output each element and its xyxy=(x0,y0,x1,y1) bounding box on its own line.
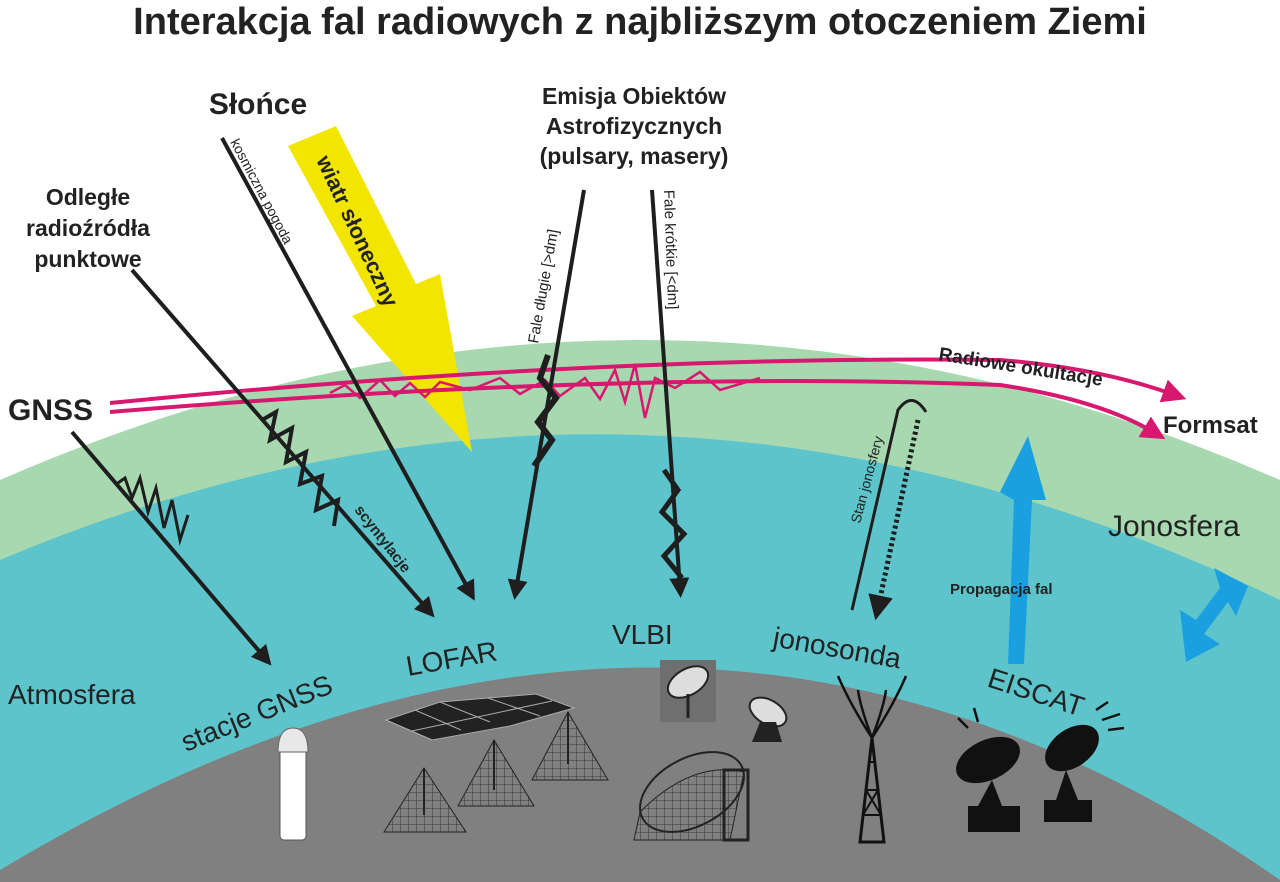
astro-sources-label-line1: Emisja Obiektów xyxy=(542,83,726,109)
wave-propagation-label: Propagacja fal xyxy=(950,581,1053,598)
distant-sources-label-line3: punktowe xyxy=(34,246,141,272)
atmosphere-layer-label: Atmosfera xyxy=(8,679,136,710)
long-waves-noise xyxy=(531,354,560,468)
short-waves-path xyxy=(650,189,690,598)
space-weather-path xyxy=(220,137,475,601)
gnss-signal-noise xyxy=(114,473,190,546)
gnss-station-icon xyxy=(277,727,309,841)
long-waves-label: Fale długie [>dm] xyxy=(525,228,562,345)
ionosonde-return-path xyxy=(868,419,921,621)
lofar-array-icon xyxy=(383,693,609,833)
diagram-title: Interakcja fal radiowych z najbliższym o… xyxy=(133,1,1147,43)
occultation-path-upper xyxy=(109,357,1187,405)
sun-label: Słońce xyxy=(209,88,307,121)
ionosonde-tower-icon xyxy=(836,675,908,844)
occultation-scintillation-burst xyxy=(329,363,761,419)
vlbi-dishes-icon xyxy=(633,660,788,842)
propagation-arrow xyxy=(1000,436,1046,664)
eiscat-dishes-icon xyxy=(956,700,1125,832)
ionosphere-layer-label: Jonosfera xyxy=(1108,510,1240,543)
gnss-source-label: GNSS xyxy=(8,394,93,427)
gnss-signal-path xyxy=(70,430,272,666)
short-waves-label: Fale krótkie [<dm] xyxy=(660,190,681,310)
vlbi-label: VLBI xyxy=(612,619,673,650)
space-weather-label: kosmiczna pogoda xyxy=(227,136,296,247)
astro-sources-label-line2: Astrofizycznych xyxy=(546,113,722,139)
ionosonde-sounding-path xyxy=(850,399,928,611)
distant-sources-label-line2: radioźródła xyxy=(26,215,150,241)
distant-source-path xyxy=(130,268,435,618)
ionosphere-double-arrow xyxy=(1180,568,1248,662)
short-waves-noise xyxy=(658,468,688,580)
distant-sources-label-line1: Odległe xyxy=(46,184,130,210)
distant-source-noise xyxy=(261,408,341,527)
formsat-label: Formsat xyxy=(1163,412,1258,439)
astro-sources-label-line3: (pulsary, masery) xyxy=(540,143,729,169)
solar-wind-arrow xyxy=(288,126,472,452)
occultation-path-lower xyxy=(109,379,1166,440)
